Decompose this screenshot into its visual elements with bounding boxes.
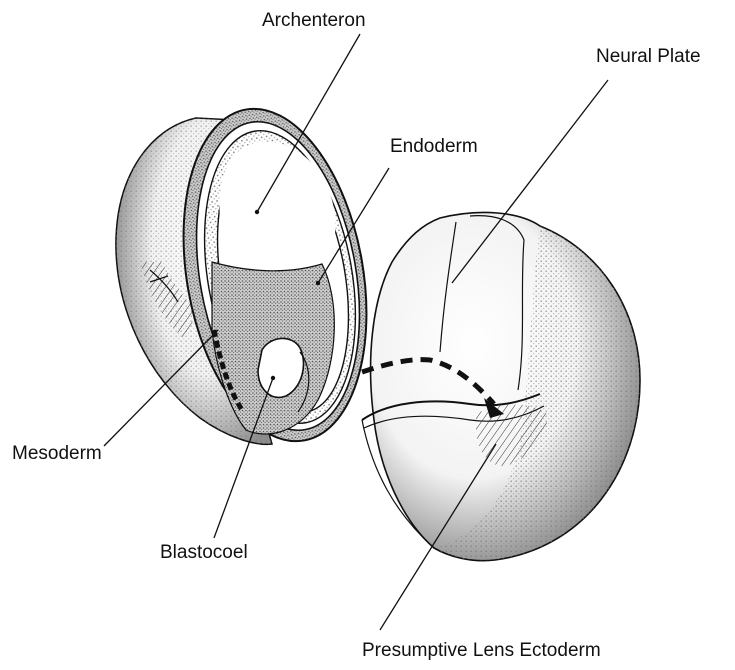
label-endoderm: Endoderm (390, 136, 478, 157)
label-neural-plate: Neural Plate (596, 46, 701, 67)
label-archenteron: Archenteron (262, 10, 366, 31)
whole-embryo (362, 212, 640, 560)
label-presumptive-lens-ectoderm: Presumptive Lens Ectoderm (362, 640, 601, 661)
label-mesoderm: Mesoderm (12, 443, 102, 464)
sectioned-embryo (116, 94, 391, 455)
label-blastocoel: Blastocoel (160, 542, 248, 563)
